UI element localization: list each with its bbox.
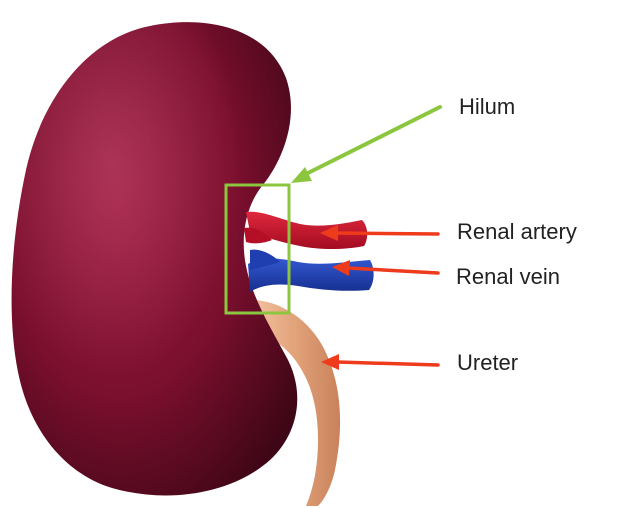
renal-artery-arrow-head [320, 225, 338, 241]
ureter-arrow-line [335, 360, 440, 367]
renal-artery-branch [244, 227, 272, 244]
ureter-tube [250, 300, 341, 506]
hilum-arrow-line [304, 105, 442, 176]
renal-artery-vessel [246, 211, 368, 249]
label-renal-vein: Renal vein [456, 264, 560, 289]
label-ureter: Ureter [457, 350, 519, 375]
kidney-highlight [11, 22, 298, 496]
renal-artery-arrow-line [334, 231, 440, 236]
renal-vein-branch [250, 249, 280, 270]
renal-vein-arrow-head [332, 260, 350, 276]
renal-vein-arrow-line [346, 266, 440, 275]
label-hilum: Hilum [459, 94, 516, 119]
label-renal-artery: Renal artery [457, 219, 577, 244]
hilum-box [224, 183, 291, 315]
ureter-arrow-head [321, 354, 339, 370]
hilum-arrow-head [291, 167, 312, 183]
